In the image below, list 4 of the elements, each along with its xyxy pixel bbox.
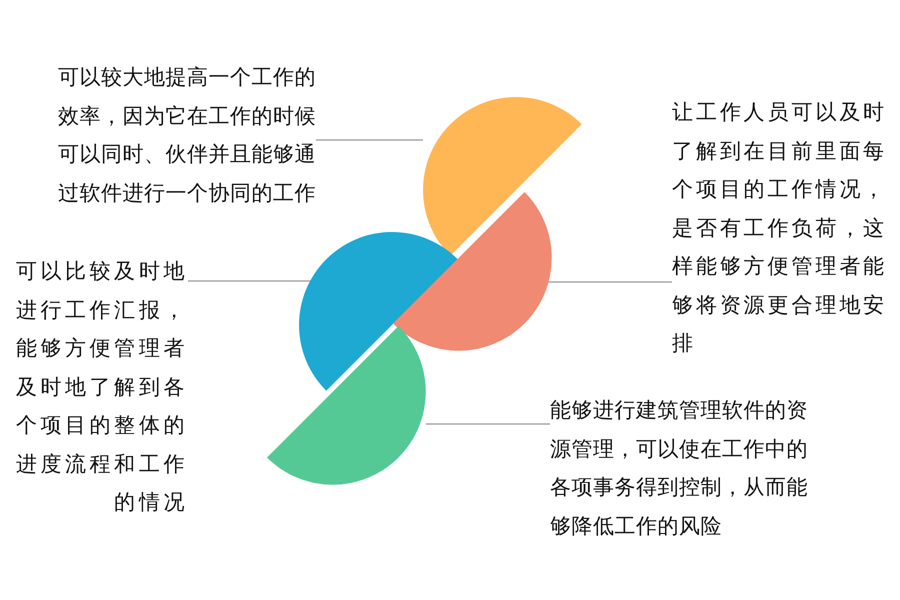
- description-text: 让工作人员可以及时了解到在目前里面每个项目的工作情况，是否有工作负荷，这样能够方便管理者能够将资源更合理地安排: [672, 93, 892, 362]
- description-text: 可以比较及时地进行工作汇报，能够方便管理者及时地了解到各个项目的整体的进度流程和工作的情况: [12, 252, 188, 522]
- description-text: 能够进行建筑管理软件的资源管理，可以使在工作中的各项事务得到控制，从而能够降低工作的风险: [550, 391, 812, 545]
- description-text: 可以较大地提高一个工作的效率，因为它在工作的时候可以同时、伙伴并且能够通过软件进行一个协同的工作: [52, 58, 316, 212]
